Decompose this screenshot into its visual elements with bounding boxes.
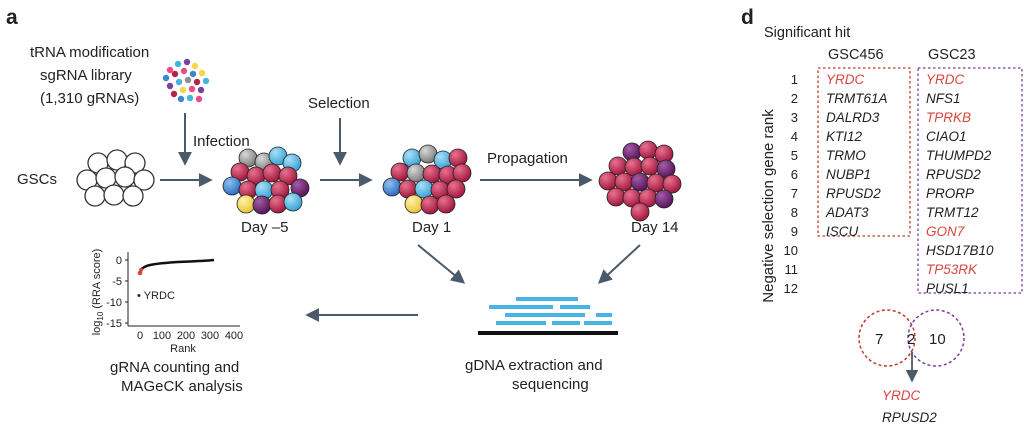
arrow-day14-to-seq	[597, 244, 641, 284]
cell-cluster-day-minus5	[222, 146, 310, 215]
analysis-line-1: gRNA counting and	[110, 359, 239, 376]
xtick-100: 100	[153, 330, 171, 342]
gdna-line-1: gDNA extraction and	[465, 357, 603, 374]
rank-number: 6	[791, 167, 798, 182]
xtick-400: 400	[225, 330, 243, 342]
selection-label: Selection	[308, 95, 370, 112]
gsc23-gene: YRDC	[926, 72, 965, 87]
ytick-minus15: -15	[106, 318, 122, 330]
shared-gene-2: RPUSD2	[882, 410, 937, 425]
venn-right-count: 10	[929, 331, 946, 348]
column-gsc23: GSC23	[928, 47, 976, 63]
cell-cluster-day1	[382, 144, 472, 215]
column-gsc456: GSC456	[828, 47, 884, 63]
gsc23-gene: PUSL1	[926, 281, 969, 296]
day-minus5-label: Day –5	[241, 219, 289, 236]
day1-label: Day 1	[412, 219, 451, 236]
rra-xlabel: Rank	[170, 343, 196, 355]
rank-axis-label: Negative selection gene rank	[760, 109, 777, 303]
gsc23-gene: TPRKB	[926, 110, 971, 125]
yrdc-annotation: • YRDC	[137, 290, 175, 302]
sequencing-reads-icon	[478, 297, 618, 335]
gsc23-gene: RPUSD2	[926, 167, 981, 182]
gsc456-gene: ISCU	[826, 224, 859, 239]
significant-hit-title: Significant hit	[764, 25, 850, 41]
venn-gsc456	[858, 309, 916, 367]
venn-left-count: 7	[875, 331, 883, 348]
gsc456-box	[817, 67, 911, 237]
library-line-1: tRNA modification	[30, 44, 149, 61]
gsc456-gene: RPUSD2	[826, 186, 881, 201]
gsc23-gene: NFS1	[926, 91, 961, 106]
rank-number: 8	[791, 205, 798, 220]
gsc456-gene: KTI12	[826, 129, 863, 144]
ytick-0: 0	[116, 255, 122, 267]
panel-a-letter: a	[6, 6, 18, 29]
gsc456-gene: YRDC	[826, 72, 865, 87]
arrow-day1-to-seq	[417, 244, 466, 284]
infection-label: Infection	[193, 133, 250, 150]
day14-label: Day 14	[631, 219, 679, 236]
gsc23-gene: PRORP	[926, 186, 974, 201]
rra-curve	[138, 258, 215, 272]
rra-ylabel: log10 (RRA score)	[91, 249, 105, 336]
xtick-0: 0	[137, 330, 143, 342]
gdna-line-2: sequencing	[512, 376, 589, 393]
rank-number: 12	[784, 281, 798, 296]
panel-d-letter: d	[741, 6, 754, 29]
ytick-minus10: -10	[106, 297, 122, 309]
venn-gsc23	[907, 309, 965, 367]
propagation-label: Propagation	[487, 150, 568, 167]
gsc456-gene: TRMT61A	[826, 91, 888, 106]
shared-gene-1: YRDC	[882, 388, 921, 403]
gsc23-gene: CIAO1	[926, 129, 967, 144]
gsc23-gene: GON7	[926, 224, 965, 239]
rank-number: 9	[791, 224, 798, 239]
rank-number: 11	[785, 262, 799, 277]
gsc23-gene: TP53RK	[926, 262, 978, 277]
gsc-cluster	[76, 149, 155, 207]
gsc23-gene: THUMPD2	[926, 148, 992, 163]
rank-number: 3	[791, 110, 798, 125]
xtick-200: 200	[177, 330, 195, 342]
gsc23-box	[917, 67, 1023, 294]
gscs-label: GSCs	[17, 171, 57, 188]
analysis-line-2: MAGeCK analysis	[121, 378, 243, 395]
ytick-minus5: -5	[112, 276, 122, 288]
rank-number: 1	[791, 72, 798, 87]
rank-number: 7	[791, 186, 798, 201]
rank-number: 2	[791, 91, 798, 106]
rank-number: 5	[791, 148, 798, 163]
rank-number: 4	[791, 129, 798, 144]
rra-plot: 0 -5 -10 -15 0 100 200 300 400 • YRDC Ra…	[91, 249, 243, 355]
gsc456-gene: ADAT3	[825, 205, 869, 220]
rank-number: 10	[784, 243, 798, 258]
library-line-3: (1,310 gRNAs)	[40, 90, 139, 107]
cell-cluster-day14	[598, 140, 682, 222]
gsc456-gene: DALRD3	[826, 110, 880, 125]
venn-overlap-count: 2	[907, 331, 915, 348]
library-line-2: sgRNA library	[40, 67, 132, 84]
gsc23-gene: HSD17B10	[926, 243, 994, 258]
sgrna-library-icon	[162, 58, 210, 103]
gsc456-gene: NUBP1	[826, 167, 871, 182]
gsc23-gene: TRMT12	[926, 205, 979, 220]
gsc456-gene: TRMO	[826, 148, 866, 163]
xtick-300: 300	[201, 330, 219, 342]
